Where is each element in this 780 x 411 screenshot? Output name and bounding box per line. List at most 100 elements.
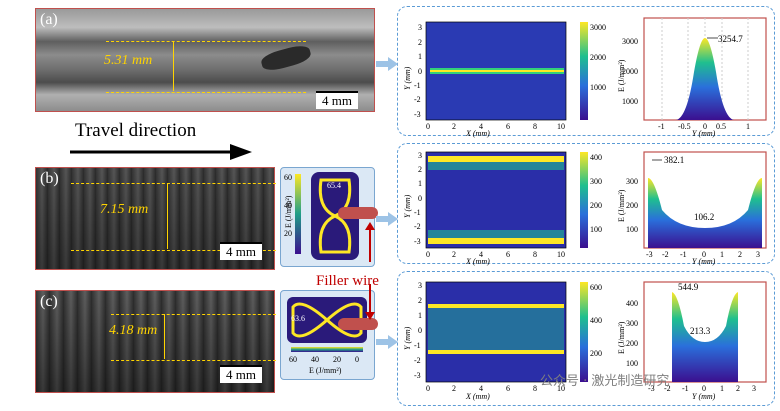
filler-wire-rod-b [338,207,378,219]
scale-bar: 4 mm [316,91,358,109]
x-tick: -2 [664,384,671,393]
x-tick: 4 [479,384,483,393]
colorbar-tick: 300 [590,177,602,186]
peak-label: 382.1 [664,155,684,165]
x-tick: 3 [752,384,756,393]
filler-wire-rod-c [338,318,378,330]
peak-label: 544.9 [678,282,699,292]
y-tick: -1 [414,341,421,350]
x-axis-label: X (mm) [465,129,490,138]
center-label: 106.2 [694,212,714,222]
x-tick: 4 [479,122,483,131]
energy-profile-b: 300 200 100 382.1 106.2 -3 -2 -1 0 1 2 3… [626,151,767,266]
y-tick: 3 [418,151,422,160]
mini-tick: 40 [284,201,292,210]
x-tick: 1 [720,384,724,393]
x-tick: 3 [756,250,760,259]
mini-tick: 20 [333,355,341,364]
x-tick: -1 [682,384,689,393]
x-tick: 0.5 [716,122,726,131]
y-axis-label: Y (mm) [403,66,412,90]
y-axis-label: Y (mm) [403,194,412,218]
scale-bar: 4 mm [220,365,262,383]
colorbar-tick: 200 [590,201,602,210]
mini-tick: 60 [289,355,297,364]
x-tick: 0 [426,250,430,259]
y-tick: 3 [418,23,422,32]
x-tick: 2 [452,384,456,393]
x-tick: -3 [648,384,655,393]
y-tick: -2 [414,356,421,365]
x-axis-label: Y (mm) [692,257,716,266]
travel-direction-label: Travel direction [75,120,197,141]
scale-bar: 4 mm [220,242,262,260]
arrow-right-icon [376,335,398,349]
x-tick: 6 [506,384,510,393]
x-tick: 2 [738,250,742,259]
width-label: 7.15 mm [100,202,149,217]
x-tick: 2 [452,122,456,131]
y-tick: 2000 [622,67,638,76]
y-tick: 200 [626,201,638,210]
colorbar-tick: 400 [590,316,602,325]
colorbar-tick: 3000 [590,23,606,32]
colorbar-tick: 100 [590,225,602,234]
x-tick: 2 [452,250,456,259]
x-tick: 0 [426,122,430,131]
colorbar-label: E (J/mm²) [617,321,626,354]
mini-colorbar-label: E (J/mm²) [284,195,293,228]
center-label: 213.3 [690,326,711,336]
oscillation-map-b: 60 40 20 E (J/mm²) 65.4 [280,167,375,267]
x-tick: -0.5 [678,122,691,131]
y-tick: 0 [418,194,422,203]
mini-tick: 0 [355,355,359,364]
photo-label: (a) [40,11,58,28]
y-tick: -3 [414,237,421,246]
y-tick: 1 [418,311,422,320]
y-axis-label: Y (mm) [403,326,412,350]
x-tick: 0 [426,384,430,393]
x-tick: 10 [557,250,565,259]
y-tick: 1 [418,179,422,188]
x-tick: 1 [746,122,750,131]
energy-profile-c: 400 300 200 100 544.9 213.3 -3 -2 -1 0 1… [626,281,767,401]
panel-c [397,271,775,406]
energy-map-b: 3 2 1 0 -1 -2 -3 Y (mm) 0 2 4 6 8 10 X (… [403,151,626,266]
x-axis-label: X (mm) [465,257,490,266]
x-tick: 8 [533,122,537,131]
photo-label: (b) [40,170,59,187]
photo-label: (c) [40,293,58,310]
watermark: 公众号 · 激光制造研究 [540,374,670,389]
colorbar-tick: 1000 [590,83,606,92]
x-tick: 0 [702,250,706,259]
y-tick: 2 [418,296,422,305]
x-tick: 1 [720,250,724,259]
y-tick: -1 [414,81,421,90]
y-tick: 1 [418,52,422,61]
colorbar-tick: 600 [590,283,602,292]
weld-photo-c: (c) 4.18 mm 4 mm [35,290,276,393]
y-tick: 2 [418,38,422,47]
mini-tick: 40 [311,355,319,364]
y-tick: 2 [418,165,422,174]
panel-a [397,6,775,136]
y-tick: -3 [414,110,421,119]
y-tick: 100 [626,225,638,234]
mini-peak-value: 63.6 [291,314,305,323]
colorbar-tick: 200 [590,349,602,358]
y-tick: 300 [626,319,638,328]
y-tick: 300 [626,177,638,186]
x-tick: -1 [680,250,687,259]
y-tick: 3000 [622,37,638,46]
travel-arrow-icon [70,144,252,160]
energy-map-c: 3 2 1 0 -1 -2 -3 Y (mm) 0 2 4 6 8 10 X (… [403,281,626,401]
y-tick: 1000 [622,97,638,106]
x-tick: 10 [557,384,565,393]
x-tick: 8 [533,250,537,259]
colorbar-label: E (J/mm²) [617,59,626,92]
arrow-right-icon [376,212,398,226]
y-tick: 0 [418,67,422,76]
arrow-right-icon [376,57,398,71]
y-tick: 100 [626,359,638,368]
weld-photo-a: (a) 5.31 mm 4 mm [35,8,375,112]
